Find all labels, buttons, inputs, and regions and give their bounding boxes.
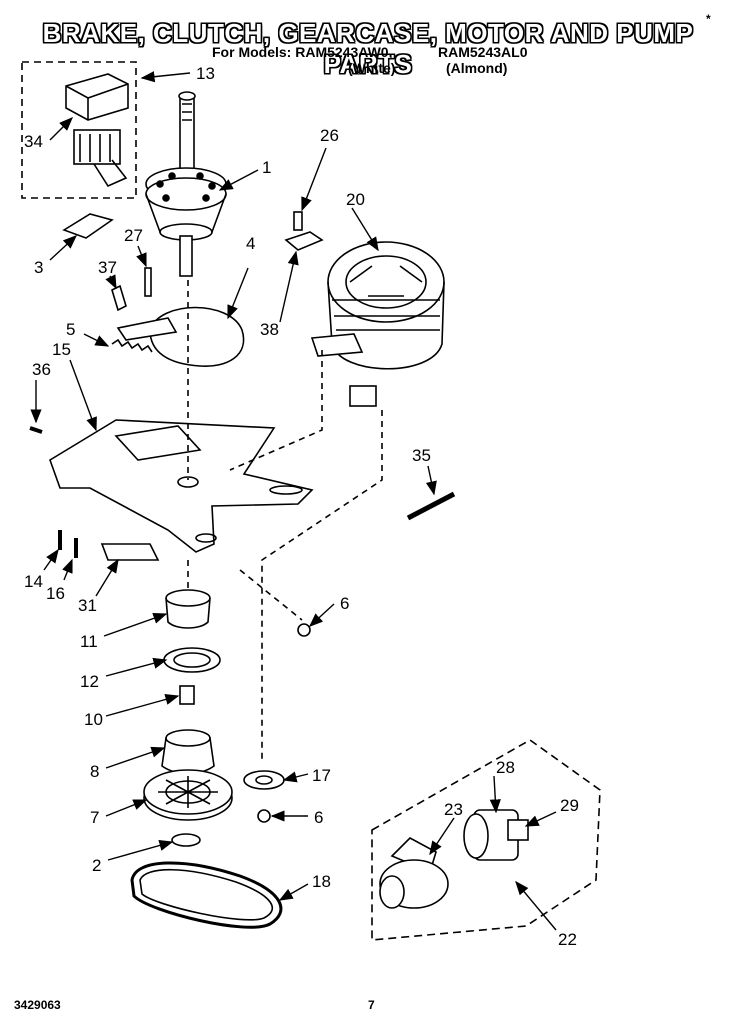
- part-23-pump-housing: [379, 837, 449, 909]
- callout-7: 7: [90, 808, 100, 827]
- callout-35: 35: [412, 446, 431, 465]
- callout-18: 18: [312, 872, 331, 891]
- callout-26: 26: [320, 126, 339, 145]
- callout-12: 12: [80, 672, 99, 691]
- model-almond: RAM5243AL0: [438, 44, 528, 60]
- part-12-ring: [163, 647, 221, 673]
- callout-27: 27: [124, 226, 143, 245]
- callout-2: 2: [92, 856, 102, 875]
- variant-almond: (Almond): [446, 60, 508, 76]
- part-20-motor: [310, 241, 445, 407]
- document-number: 3429063: [14, 998, 61, 1012]
- part-5-spring: [111, 338, 153, 353]
- part-36-screw: [29, 426, 43, 434]
- part-17-motor-pulley: [243, 770, 285, 790]
- callout-15: 15: [52, 340, 71, 359]
- page-number: 7: [368, 998, 375, 1012]
- part-6-nut-lower: [257, 809, 271, 823]
- part-34-transformer: [65, 73, 129, 188]
- callout-16: 16: [46, 584, 65, 603]
- diagram-title: BRAKE, CLUTCH, GEARCASE, MOTOR AND PUMP …: [42, 18, 694, 79]
- callout-13: 13: [196, 64, 215, 83]
- callout-8: 8: [90, 762, 100, 781]
- base-plate-cutout: [114, 425, 202, 461]
- part-2-ring: [171, 833, 201, 847]
- part-1-gearcase: [145, 91, 227, 277]
- callout-10: 10: [84, 710, 103, 729]
- callout-11: 11: [80, 632, 98, 651]
- callout-14: 14: [24, 572, 43, 591]
- callout-31: 31: [78, 596, 97, 615]
- motor-line: [229, 350, 323, 471]
- models-line: For Models: RAM5243AW0,: [212, 44, 393, 60]
- part-11-clutch-drum: [165, 589, 211, 629]
- callout-37: 37: [98, 258, 117, 277]
- leader-lines: [30, 71, 557, 931]
- callout-17: 17: [312, 766, 331, 785]
- part-22-pump-box: [371, 739, 601, 941]
- pulley-line: [261, 410, 383, 760]
- part-3-bracket: [62, 213, 114, 239]
- callout-5: 5: [66, 320, 76, 339]
- part-18-belt: [130, 861, 283, 929]
- callout-38: 38: [260, 320, 279, 339]
- part-31-shield: [100, 543, 160, 561]
- part-35-bolt: [406, 491, 456, 521]
- callout-36: 36: [32, 360, 51, 379]
- callout-23: 23: [444, 800, 463, 819]
- part-4-brake-band: [149, 306, 245, 367]
- callout-1: 1: [262, 158, 272, 177]
- part-26-bolt: [293, 211, 303, 231]
- callout-34: 34: [24, 132, 43, 151]
- variant-white: (White): [348, 60, 396, 76]
- callout-22: 22: [558, 930, 577, 949]
- part-10-spring: [179, 685, 195, 705]
- callout-29: 29: [560, 796, 579, 815]
- part-27-pin: [144, 267, 152, 297]
- part-7-pulley: [143, 769, 233, 821]
- part-38-bracket: [284, 231, 324, 251]
- brake-lever: [116, 317, 178, 341]
- callout-4: 4: [246, 234, 256, 253]
- part-37-clip: [111, 284, 127, 312]
- part-13-box: [21, 61, 137, 199]
- base-plate-hole: [177, 476, 199, 488]
- callout-6-lower: 6: [314, 808, 324, 827]
- part-28-pump-motor: [463, 809, 529, 861]
- callout-6-upper: 6: [340, 594, 350, 613]
- callout-3: 3: [34, 258, 44, 277]
- callout-28: 28: [496, 758, 515, 777]
- callout-20: 20: [346, 190, 365, 209]
- asterisk-mark: *: [706, 12, 711, 26]
- part-6-nut-upper: [297, 623, 311, 637]
